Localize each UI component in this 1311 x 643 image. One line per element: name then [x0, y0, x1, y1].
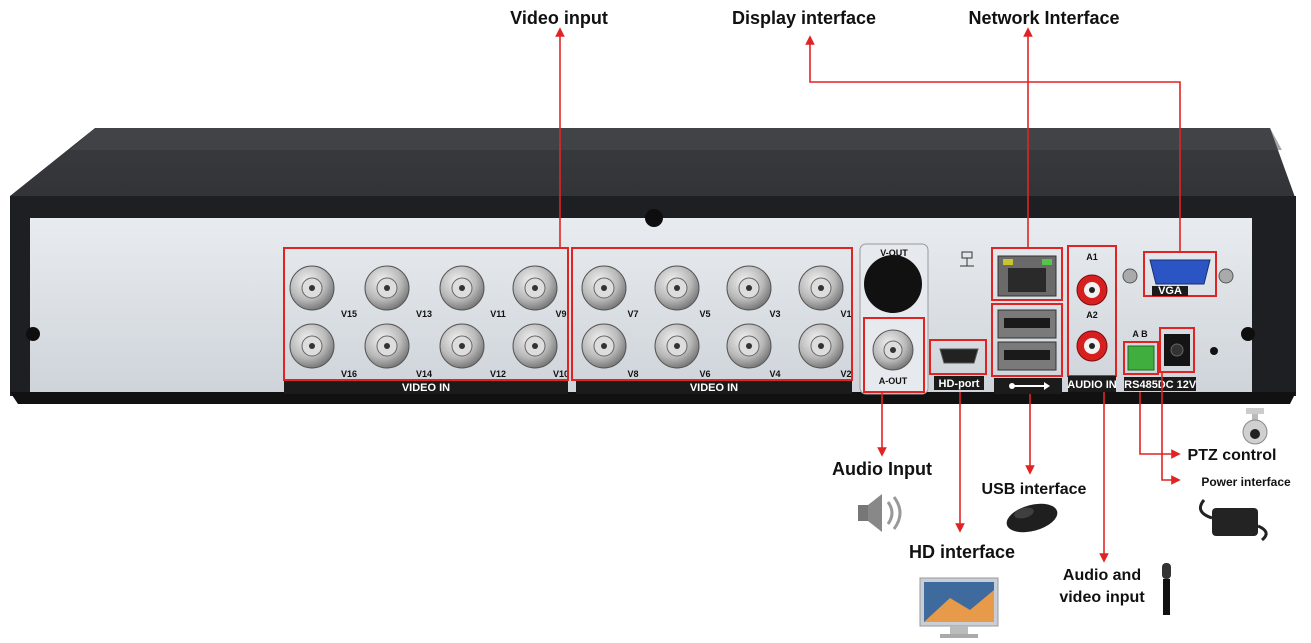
- bnc-label: V10: [553, 369, 569, 379]
- bnc-label: V15: [341, 309, 357, 319]
- bnc-label: V16: [341, 369, 357, 379]
- monitor-icon: [919, 577, 999, 638]
- bnc-v8: [581, 323, 627, 369]
- video-in-label-right: VIDEO IN: [690, 382, 738, 394]
- callout-network-interface: Network Interface: [968, 8, 1119, 28]
- video-in-strips: VIDEO IN VIDEO IN: [284, 380, 852, 394]
- bnc-label: V1: [840, 309, 851, 319]
- vga-label: VGA: [1158, 285, 1182, 297]
- rs485-power-section: A B RS485 DC 12V: [1123, 327, 1197, 391]
- a1-label: A1: [1086, 252, 1098, 262]
- dvr-chassis: [10, 128, 1296, 404]
- callout-audio-input: Audio Input: [832, 459, 932, 479]
- bnc-label: V3: [769, 309, 780, 319]
- callout-arrows: [555, 27, 1181, 563]
- usb-symbol-icon: [1009, 382, 1050, 390]
- bnc-v16: [289, 323, 335, 369]
- power-adapter-icon: [1198, 499, 1268, 542]
- output-section: V-OUT A-OUT: [859, 243, 929, 395]
- bnc-label: V6: [699, 369, 710, 379]
- bnc-label: V5: [699, 309, 710, 319]
- callout-display-interface: Display interface: [732, 8, 876, 28]
- audio-in-section: A1 A2 AUDIO IN: [1067, 245, 1117, 392]
- callout-video-input: Video input: [510, 8, 608, 28]
- dc12v-label: DC 12V: [1158, 379, 1197, 391]
- a2-label: A2: [1086, 310, 1098, 320]
- bnc-label: V13: [416, 309, 432, 319]
- v-out-jack: [864, 255, 922, 313]
- bnc-v14: [364, 323, 410, 369]
- audio-in-label: AUDIO IN: [1067, 379, 1117, 391]
- ab-label: A B: [1132, 329, 1148, 339]
- a-out-label: A-OUT: [879, 376, 908, 386]
- bnc-v7: [581, 265, 627, 311]
- speaker-icon: [858, 494, 902, 532]
- bnc-label: V14: [416, 369, 432, 379]
- microphone-icon: [1162, 563, 1171, 615]
- bnc-v11: [439, 265, 485, 311]
- bnc-v12: [439, 323, 485, 369]
- ptz-camera-icon: [1242, 408, 1268, 445]
- callout-ptz-control: PTZ control: [1188, 447, 1277, 464]
- bnc-v1: [798, 265, 844, 311]
- a-out-box: [863, 317, 925, 393]
- a-out-jack: [872, 329, 914, 371]
- network-port-section: [960, 247, 1063, 301]
- bnc-v9: [512, 265, 558, 311]
- mouse-icon: [1006, 503, 1058, 533]
- bnc-label: V9: [555, 309, 566, 319]
- callout-audio-video-input-1: Audio and: [1063, 567, 1141, 584]
- bnc-label: V4: [769, 369, 780, 379]
- bnc-v2: [798, 323, 844, 369]
- bnc-v6: [654, 323, 700, 369]
- bnc-v4: [726, 323, 772, 369]
- bnc-label: V11: [490, 309, 506, 319]
- hd-port-section: HD-port: [929, 339, 987, 390]
- bnc-connectors: [289, 265, 844, 369]
- video-in-box-right: [571, 247, 853, 381]
- network-port-icon: [960, 251, 974, 267]
- bnc-v10: [512, 323, 558, 369]
- bnc-label: V2: [840, 369, 851, 379]
- bnc-v3: [726, 265, 772, 311]
- bnc-labels: V15 V13 V11 V9 V16 V14 V12 V10 V7 V5 V3 …: [341, 309, 852, 379]
- hd-port-label: HD-port: [939, 378, 980, 390]
- bnc-label: V8: [627, 369, 638, 379]
- bnc-v13: [364, 265, 410, 311]
- callout-audio-video-input-2: video input: [1059, 589, 1145, 606]
- usb-section: [991, 303, 1063, 394]
- bnc-v15: [289, 265, 335, 311]
- bnc-v5: [654, 265, 700, 311]
- callout-power-interface: Power interface: [1201, 475, 1291, 489]
- video-in-box-left: [283, 247, 569, 381]
- callout-hd-interface: HD interface: [909, 542, 1015, 562]
- callout-usb-interface: USB interface: [982, 481, 1087, 498]
- video-in-label-left: VIDEO IN: [402, 382, 450, 394]
- rs485-label: RS485: [1124, 379, 1158, 391]
- bnc-label: V12: [490, 369, 506, 379]
- bnc-label: V7: [627, 309, 638, 319]
- v-out-label: V-OUT: [880, 248, 908, 258]
